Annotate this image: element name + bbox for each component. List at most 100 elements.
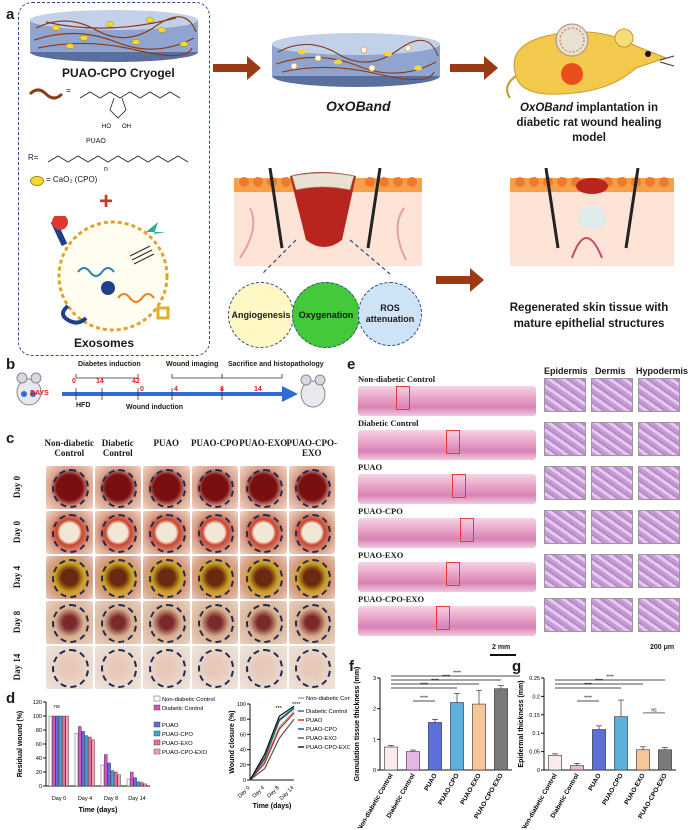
tick-0: 0 (72, 378, 76, 385)
dashed-wound-circle (246, 514, 283, 553)
he-crop (638, 598, 680, 632)
x-tick-label: PUAO-EXO (459, 773, 482, 807)
y-tick-label: 0.2 (532, 694, 540, 700)
dashed-wound-circle (149, 469, 186, 508)
he-section-strip (358, 518, 536, 548)
bar (62, 715, 66, 787)
histology-row-label: PUAO-EXO (358, 550, 404, 560)
y-tick-label: 80 (240, 717, 246, 723)
x-tick-label: Day 8 (104, 796, 118, 802)
he-crop (544, 554, 586, 588)
angiogenesis-circle: Angiogenesis (228, 282, 294, 348)
n-subscript: n (104, 166, 108, 173)
series-line (249, 707, 295, 781)
r-structure (47, 155, 189, 163)
annotation-3star: *** (275, 706, 282, 712)
x-tick-label: Day 14 (128, 796, 145, 802)
puao-caption: PUAO (86, 138, 106, 145)
arrow-right-2 (450, 56, 498, 80)
he-section-strip (358, 606, 536, 636)
scale-bar-200um: 200 μm (650, 644, 675, 651)
bar (84, 735, 89, 787)
exosome-illustration (50, 216, 170, 332)
dashed-wound-circle (197, 469, 234, 508)
he-crop (591, 598, 633, 632)
y-tick-label: 0 (243, 778, 246, 784)
x-axis-label: Time (days) (79, 807, 118, 814)
dashed-wound-circle (294, 559, 331, 598)
he-crop (591, 554, 633, 588)
y-tick-label: 20 (36, 770, 42, 776)
roi-box (436, 606, 450, 630)
dashed-wound-circle (149, 514, 186, 553)
label-sacrifice: Sacrifice and histopathology (228, 361, 324, 368)
row-label: Day 4 (12, 565, 22, 589)
dashed-wound-circle (197, 559, 234, 598)
y-axis-label: Residual wound (%) (17, 711, 24, 778)
dashed-wound-circle (294, 649, 331, 688)
legend-label: Non-diabetic Control (162, 697, 215, 703)
bar (384, 746, 398, 771)
row-label: Day 0 (12, 475, 22, 499)
bar (110, 770, 115, 787)
dashed-wound-circle (246, 469, 283, 508)
legend-label: PUAO-CPO (162, 732, 193, 738)
y-tick-label: 0.25 (529, 676, 540, 682)
row-label: Day 8 (12, 610, 22, 634)
dashed-wound-circle (100, 514, 137, 553)
histology-row-label: Diabetic Control (358, 418, 419, 428)
column-header: Non-diabetic Control (44, 438, 95, 458)
he-crop (591, 378, 633, 412)
legend-label: PUAO-CPO (306, 727, 337, 733)
y-tick-label: 120 (33, 700, 42, 706)
legend-swatch (153, 721, 161, 728)
dashed-wound-circle (100, 604, 137, 643)
panel-label-e: e (347, 356, 356, 373)
dashed-wound-circle (52, 559, 89, 598)
equals-sign: = (66, 86, 71, 95)
tick-w14: 14 (254, 386, 262, 393)
dashed-wound-circle (197, 649, 234, 688)
crop-header-dermis: Dermis (595, 366, 626, 376)
legend-label: Non-diabetic Control (306, 696, 350, 702)
crop-header-hypodermis: Hypodermis (636, 366, 689, 376)
bar (126, 778, 131, 787)
dashed-wound-circle (294, 469, 331, 508)
panel-label-f: f (349, 658, 354, 675)
bar (450, 702, 464, 771)
legend-label: Diabetic Control (306, 709, 347, 715)
svg-text:HO: HO (102, 124, 111, 130)
roi-box (446, 562, 460, 586)
dashed-wound-circle (246, 649, 283, 688)
legend-swatch (153, 704, 161, 711)
scale-bar-2mm-line (490, 654, 516, 656)
y-tick-label: 0.15 (529, 713, 540, 719)
legend-swatch (153, 730, 161, 737)
x-tick-label: Day 4 (78, 796, 92, 802)
dashed-wound-circle (197, 514, 234, 553)
r-definition: R= (28, 153, 39, 162)
column-header: PUAO-CPO-EXO (286, 438, 338, 458)
he-crop (591, 466, 633, 500)
series-line (249, 712, 295, 781)
implantation-caption: OxOBand implantation in diabetic rat wou… (516, 102, 662, 144)
x-tick-label: Non-diabetic Control (521, 772, 559, 828)
y-tick-label: 60 (36, 742, 42, 748)
he-crop (591, 422, 633, 456)
arrow-right-3 (436, 268, 484, 292)
y-tick-label: 100 (237, 702, 246, 708)
cryogel-disk (30, 10, 198, 62)
exosomes-label: Exosomes (74, 336, 135, 350)
y-tick-label: 80 (36, 728, 42, 734)
sig-label: **** (606, 675, 614, 681)
y-axis-label: Wound closure (%) (229, 710, 236, 773)
he-section-strip (358, 386, 536, 416)
puao-structure: HO OH (28, 88, 181, 130)
oxygenation-circle: Oxygenation (292, 282, 360, 348)
histology-row-label: Non-diabetic Control (358, 374, 436, 384)
bar (494, 688, 508, 771)
callout-lines (261, 239, 391, 275)
tick-w8: 8 (220, 386, 224, 393)
bar (136, 781, 141, 787)
